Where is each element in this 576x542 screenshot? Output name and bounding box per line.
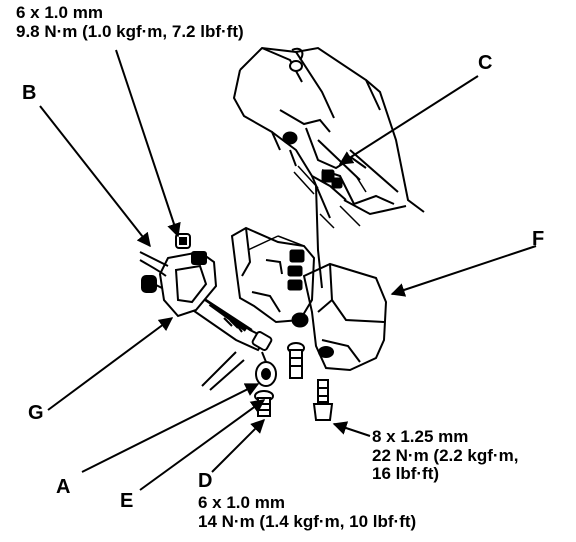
pushrod-clip: [255, 361, 277, 387]
label-d: D: [198, 470, 213, 492]
clutch-pipe: [139, 251, 169, 293]
leader-c: [338, 75, 479, 165]
right-spec-callout: 8 x 1.25 mm 22 N·m (2.2 kgf·m, 16 lbf·ft…: [372, 427, 519, 484]
bolt-8x125: [312, 379, 334, 421]
hatch-marks: [293, 165, 367, 229]
leader-top-spec: [115, 49, 181, 238]
dash-lines: [201, 351, 245, 391]
label-g: G: [28, 402, 44, 424]
bracket-bolt: [287, 342, 305, 379]
bottom-spec-torque: 14 N·m (1.4 kgf·m, 10 lbf·ft): [198, 511, 417, 531]
leader-guide: [247, 235, 305, 251]
label-f: F: [532, 228, 545, 250]
cylinder-flange: [158, 233, 218, 318]
bottom-spec-size: 6 x 1.0 mm: [198, 493, 285, 512]
label-b: B: [22, 82, 37, 104]
bracket-f: [302, 262, 388, 372]
leader-a: [81, 383, 260, 473]
leader-f: [390, 245, 537, 297]
leader-g: [47, 317, 174, 411]
bottom-spec-callout: 6 x 1.0 mm 14 N·m (1.4 kgf·m, 10 lbf·ft): [198, 493, 417, 531]
leader-lines: [39, 49, 537, 491]
mount-bracket-bolts: [287, 249, 309, 328]
right-spec-torque-line2: 16 lbf·ft): [372, 464, 440, 484]
leader-e: [139, 399, 266, 491]
leader-b: [39, 105, 151, 248]
label-a: A: [56, 476, 71, 498]
cable-line: [315, 185, 323, 289]
top-spec-callout: 6 x 1.0 mm 9.8 N·m (1.0 kgf·m, 7.2 lbf·f…: [16, 3, 244, 41]
upper-mount-bracket: [232, 46, 425, 219]
leader-d: [211, 419, 265, 473]
label-c: C: [478, 52, 493, 74]
leader-right-spec: [332, 421, 371, 437]
top-spec-torque: 9.8 N·m (1.0 kgf·m, 7.2 lbf·ft): [16, 21, 244, 41]
right-spec-size: 8 x 1.25 mm: [372, 427, 469, 446]
label-e: E: [120, 490, 134, 512]
top-spec-size: 6 x 1.0 mm: [16, 3, 103, 22]
cylinder-mount-bracket: [230, 226, 316, 324]
bracket-f-grommet: [318, 346, 334, 358]
right-spec-torque-line1: 22 N·m (2.2 kgf·m,: [372, 445, 519, 465]
upper-mount-bolts: [282, 60, 343, 189]
